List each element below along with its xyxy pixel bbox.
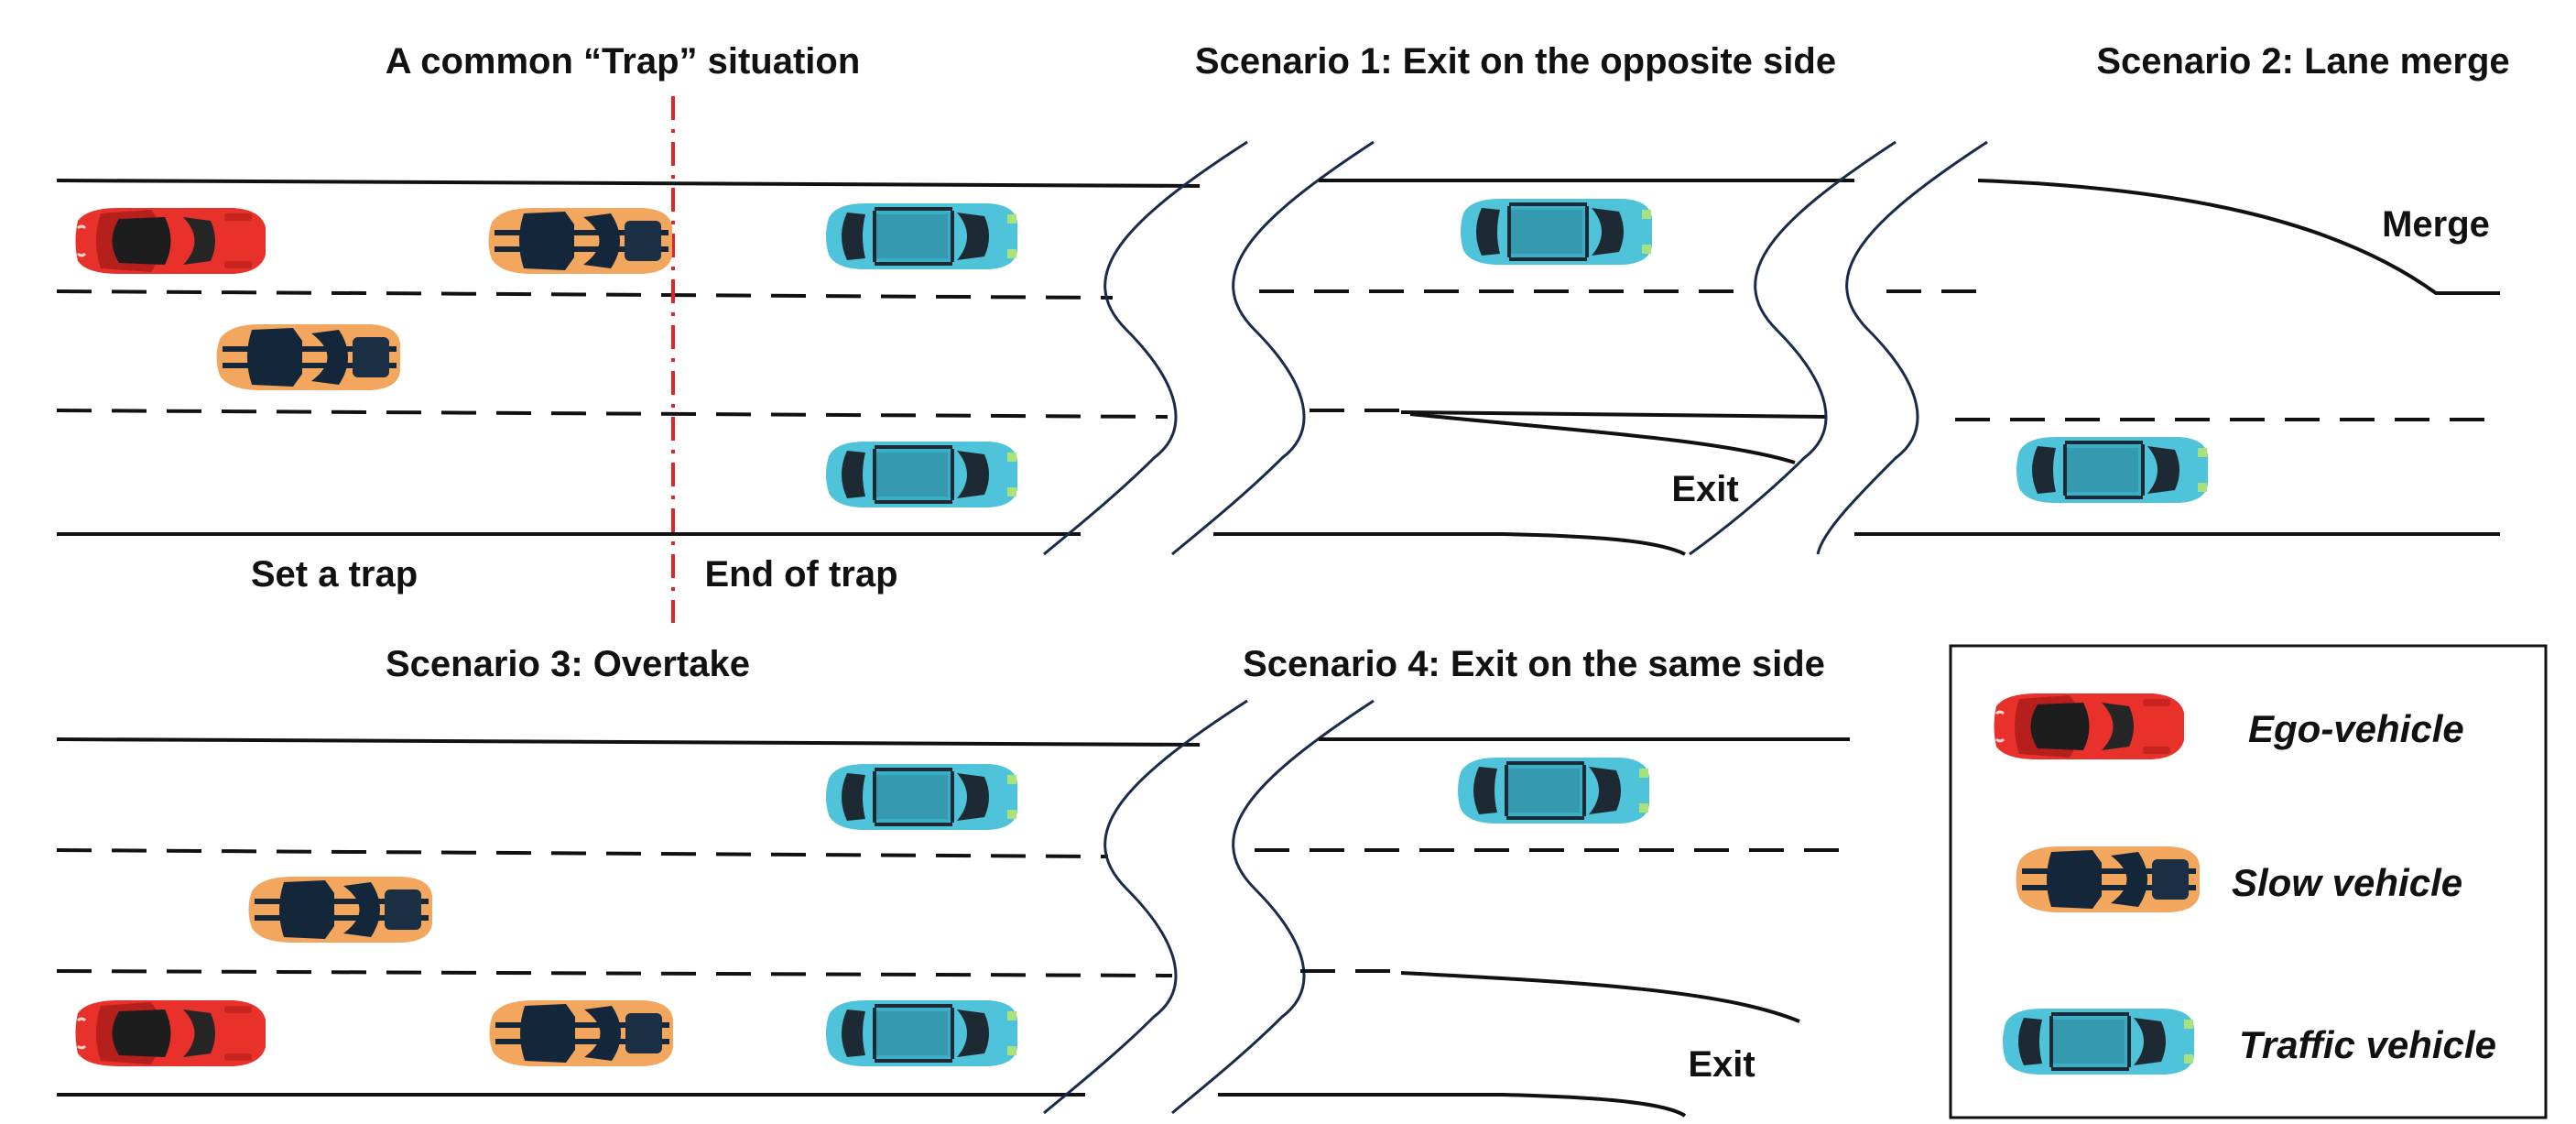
scenario-1-title: Scenario 1: Exit on the opposite side — [1195, 41, 1836, 82]
exit-label-scenario-1: Exit — [1671, 469, 1738, 509]
scenario-4-road — [1218, 737, 1850, 1118]
traffic-vehicle — [1459, 197, 1654, 267]
legend-slow-icon — [2016, 846, 2200, 912]
traffic-vehicle — [824, 440, 1019, 509]
traffic-vehicle — [824, 202, 1019, 271]
exit-label-scenario-4: Exit — [1688, 1044, 1755, 1085]
slow-vehicle — [248, 877, 432, 943]
scenario-3-road — [56, 699, 1375, 1115]
scenario-2-road — [1854, 179, 2500, 536]
ego-vehicle — [74, 999, 267, 1068]
traffic-vehicle — [2015, 435, 2210, 505]
scenario-3-title: Scenario 3: Overtake — [386, 644, 750, 684]
legend-traffic-icon — [2001, 1007, 2196, 1076]
slow-vehicle — [488, 208, 672, 274]
ego-vehicle — [74, 206, 267, 276]
legend-slow-label: Slow vehicle — [2232, 861, 2462, 904]
set-trap-label: Set a trap — [251, 554, 418, 595]
trap-title: A common “Trap” situation — [386, 41, 861, 82]
scenario-2-title: Scenario 2: Lane merge — [2096, 41, 2509, 82]
legend-traffic-label: Traffic vehicle — [2239, 1023, 2496, 1066]
trap-road — [56, 140, 1375, 556]
traffic-vehicle — [824, 762, 1019, 832]
legend-ego-icon — [1993, 692, 2186, 761]
traffic-vehicle — [1456, 756, 1651, 825]
traffic-vehicle — [824, 999, 1019, 1068]
scenario-1-road — [1213, 140, 1988, 556]
end-trap-label: End of trap — [704, 554, 897, 595]
scenario-4-title: Scenario 4: Exit on the same side — [1243, 644, 1825, 684]
merge-label: Merge — [2382, 204, 2490, 245]
slow-vehicle — [489, 1000, 673, 1066]
slow-vehicle — [216, 324, 400, 390]
legend-ego-label: Ego-vehicle — [2248, 707, 2464, 750]
